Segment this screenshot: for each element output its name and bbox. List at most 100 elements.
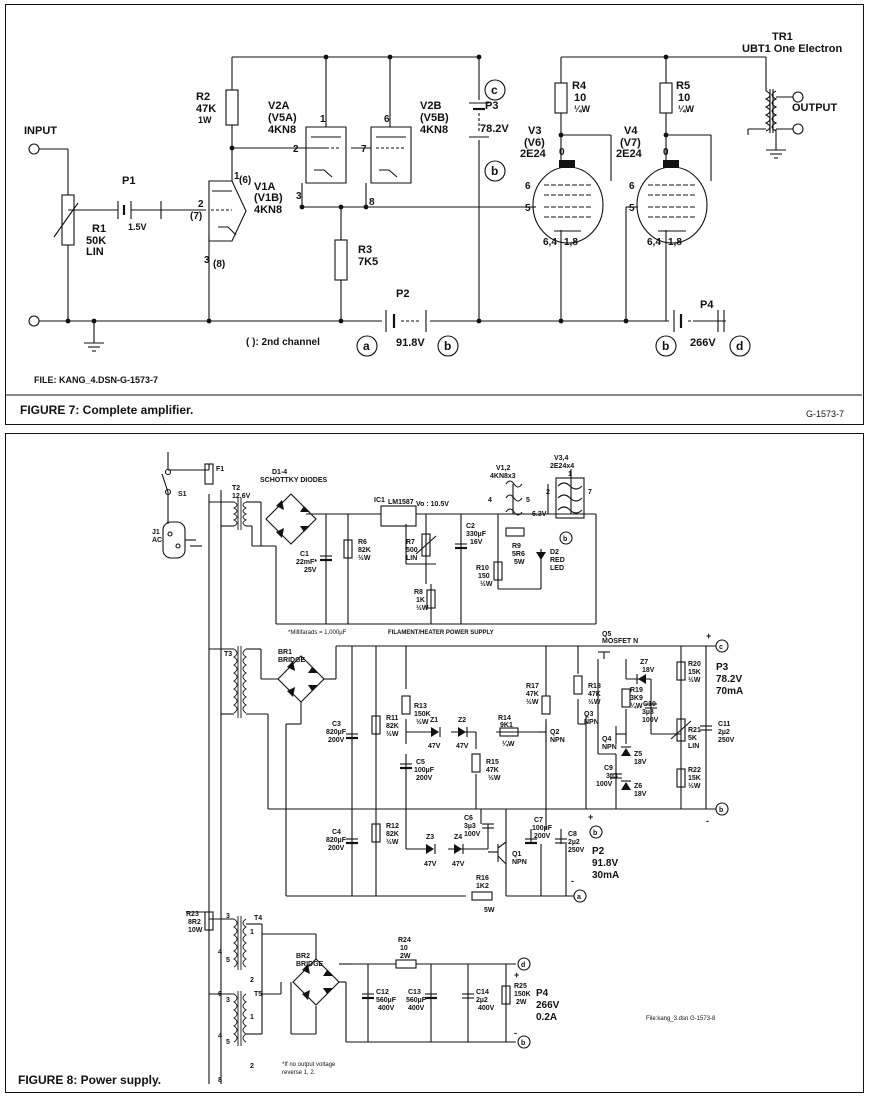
z7-value: 18V [642, 667, 655, 674]
r8-resistor-icon [426, 589, 436, 609]
r7-potentiometer-icon [415, 533, 437, 557]
fig7-code: G-1573-7 [806, 409, 844, 419]
t5-label: T5 [254, 991, 262, 998]
node-d-label: d [521, 962, 525, 969]
d1-4-type: SCHOTTKY DIODES [260, 477, 327, 484]
r8-name: R8 [414, 589, 423, 596]
p2-name: P2 [396, 288, 409, 300]
v1a-name: V1A [254, 181, 275, 193]
c11-name: C11 [718, 721, 731, 728]
t4-t5-pin-numbers: 3 4 5 6 1 2 3 4 5 8 1 2 [218, 913, 254, 1084]
r2-power: 1W [198, 115, 212, 125]
p2-current: 30mA [592, 870, 619, 881]
r14-value: 9K1 [500, 722, 513, 729]
t4-transformer-icon [233, 916, 247, 970]
r20-value: 15K [688, 669, 701, 676]
q2-type: NPN [550, 737, 565, 744]
p4-value: 266V [690, 337, 716, 349]
q3-transistor-icon [578, 716, 587, 734]
input-terminal-hot [28, 143, 40, 155]
t5-pin-1: 1 [250, 1014, 254, 1021]
v1-2-pin-5: 5 [526, 497, 530, 504]
p3-minus-sign: - [706, 816, 709, 826]
t4-t5-note-line1: *If no output voltage [282, 1062, 336, 1068]
q3-type: NPN [584, 719, 599, 726]
z3-value: 47V [424, 861, 437, 868]
r22-power: ½W [688, 782, 701, 790]
node-c-label: c [491, 83, 498, 97]
p3-name: P3 [485, 100, 498, 112]
r6-name: R6 [358, 539, 367, 546]
r24-power: 2W [400, 953, 411, 960]
c14-name: C14 [476, 989, 489, 996]
r24-name: R24 [398, 937, 411, 944]
c1-capacitor-icon [320, 555, 332, 562]
c9-capacitor-icon [610, 773, 622, 779]
c14-capacitor-icon [462, 993, 474, 999]
r1-value: 50K [86, 235, 106, 247]
z7-zener-icon [636, 674, 646, 684]
node-b-label: b [521, 1040, 525, 1047]
r24-value: 10 [400, 945, 408, 952]
v3-tube-icon [532, 160, 604, 244]
node-b-label: b [719, 807, 723, 814]
r18-power: ½W [588, 698, 601, 706]
c3-capacitor-icon [346, 733, 358, 740]
r8-value: 1K [416, 597, 425, 604]
c5-voltage: 200V [416, 775, 433, 782]
f1-label: F1 [216, 466, 224, 473]
r19-value: 3K9 [630, 695, 643, 702]
v3-4-pin-7: 7 [588, 489, 592, 496]
r12-value: 82K [386, 831, 399, 838]
r13-value: 150K [414, 711, 431, 718]
t5-pin-2: 2 [250, 1063, 254, 1070]
r14-power: ¼W [502, 740, 515, 748]
node-b-label: b [593, 830, 597, 837]
r19-name: R19 [630, 687, 643, 694]
v1a-pin-1: 1 [234, 171, 240, 182]
v3-pins-64: 6,4 [543, 237, 557, 248]
v2b-pin-7: 7 [361, 144, 367, 155]
v1a-pin-6: (6) [239, 175, 251, 186]
r25-name: R25 [514, 983, 527, 990]
c11-capacitor-icon [700, 725, 712, 731]
t4-pin-6: 6 [218, 991, 222, 998]
r15-resistor-icon [471, 753, 481, 773]
r6-power: ½W [358, 554, 371, 562]
v3-type: 2E24 [520, 148, 547, 160]
r5-power: ¼W [678, 104, 695, 114]
p3-value: 78.2V [480, 123, 509, 135]
fig7-caption: FIGURE 7: Complete amplifier. [20, 403, 193, 417]
ground-icon [84, 149, 786, 352]
r12-name: R12 [386, 823, 399, 830]
t4-label: T4 [254, 915, 262, 922]
r23-value: 8R2 [188, 919, 201, 926]
q1-type: NPN [512, 859, 527, 866]
v4-alt: (V7) [620, 137, 641, 149]
r17-name: R17 [526, 683, 539, 690]
p3-name: P3 [716, 662, 729, 673]
r3-value: 7K5 [358, 256, 378, 268]
r16-value: 1K2 [476, 883, 489, 890]
fig8-file-name: File:kang_3.dsn G-1573-8 [646, 1016, 716, 1022]
r22-value: 15K [688, 775, 701, 782]
f1-fuse-icon [204, 463, 214, 485]
fig7-junctions [65, 54, 669, 324]
v4-pin-5: 5 [629, 203, 635, 214]
p2-plus-sign: + [588, 812, 593, 822]
heater-voltage: 6.3V [532, 511, 547, 518]
r11-name: R11 [386, 715, 399, 722]
c6-voltage: 100V [464, 831, 481, 838]
c14-value: 2µ2 [476, 997, 488, 1004]
r20-name: R20 [688, 661, 701, 668]
r10-resistor-icon [493, 561, 503, 581]
r13-name: R13 [414, 703, 427, 710]
v1a-pin-7: (7) [190, 211, 202, 222]
t3-transformer-icon [233, 646, 247, 718]
p1-value: 1.5V [128, 222, 147, 232]
fig8-mains-wiring [167, 452, 234, 1084]
v3-4-pin-2: 2 [546, 489, 550, 496]
p4-plus-sign: + [514, 970, 519, 980]
tr1-label: TR1 [772, 31, 793, 43]
figure-7-panel: c b a b b d INPUT OUTPUT TR1 UBT1 One El… [5, 4, 864, 425]
